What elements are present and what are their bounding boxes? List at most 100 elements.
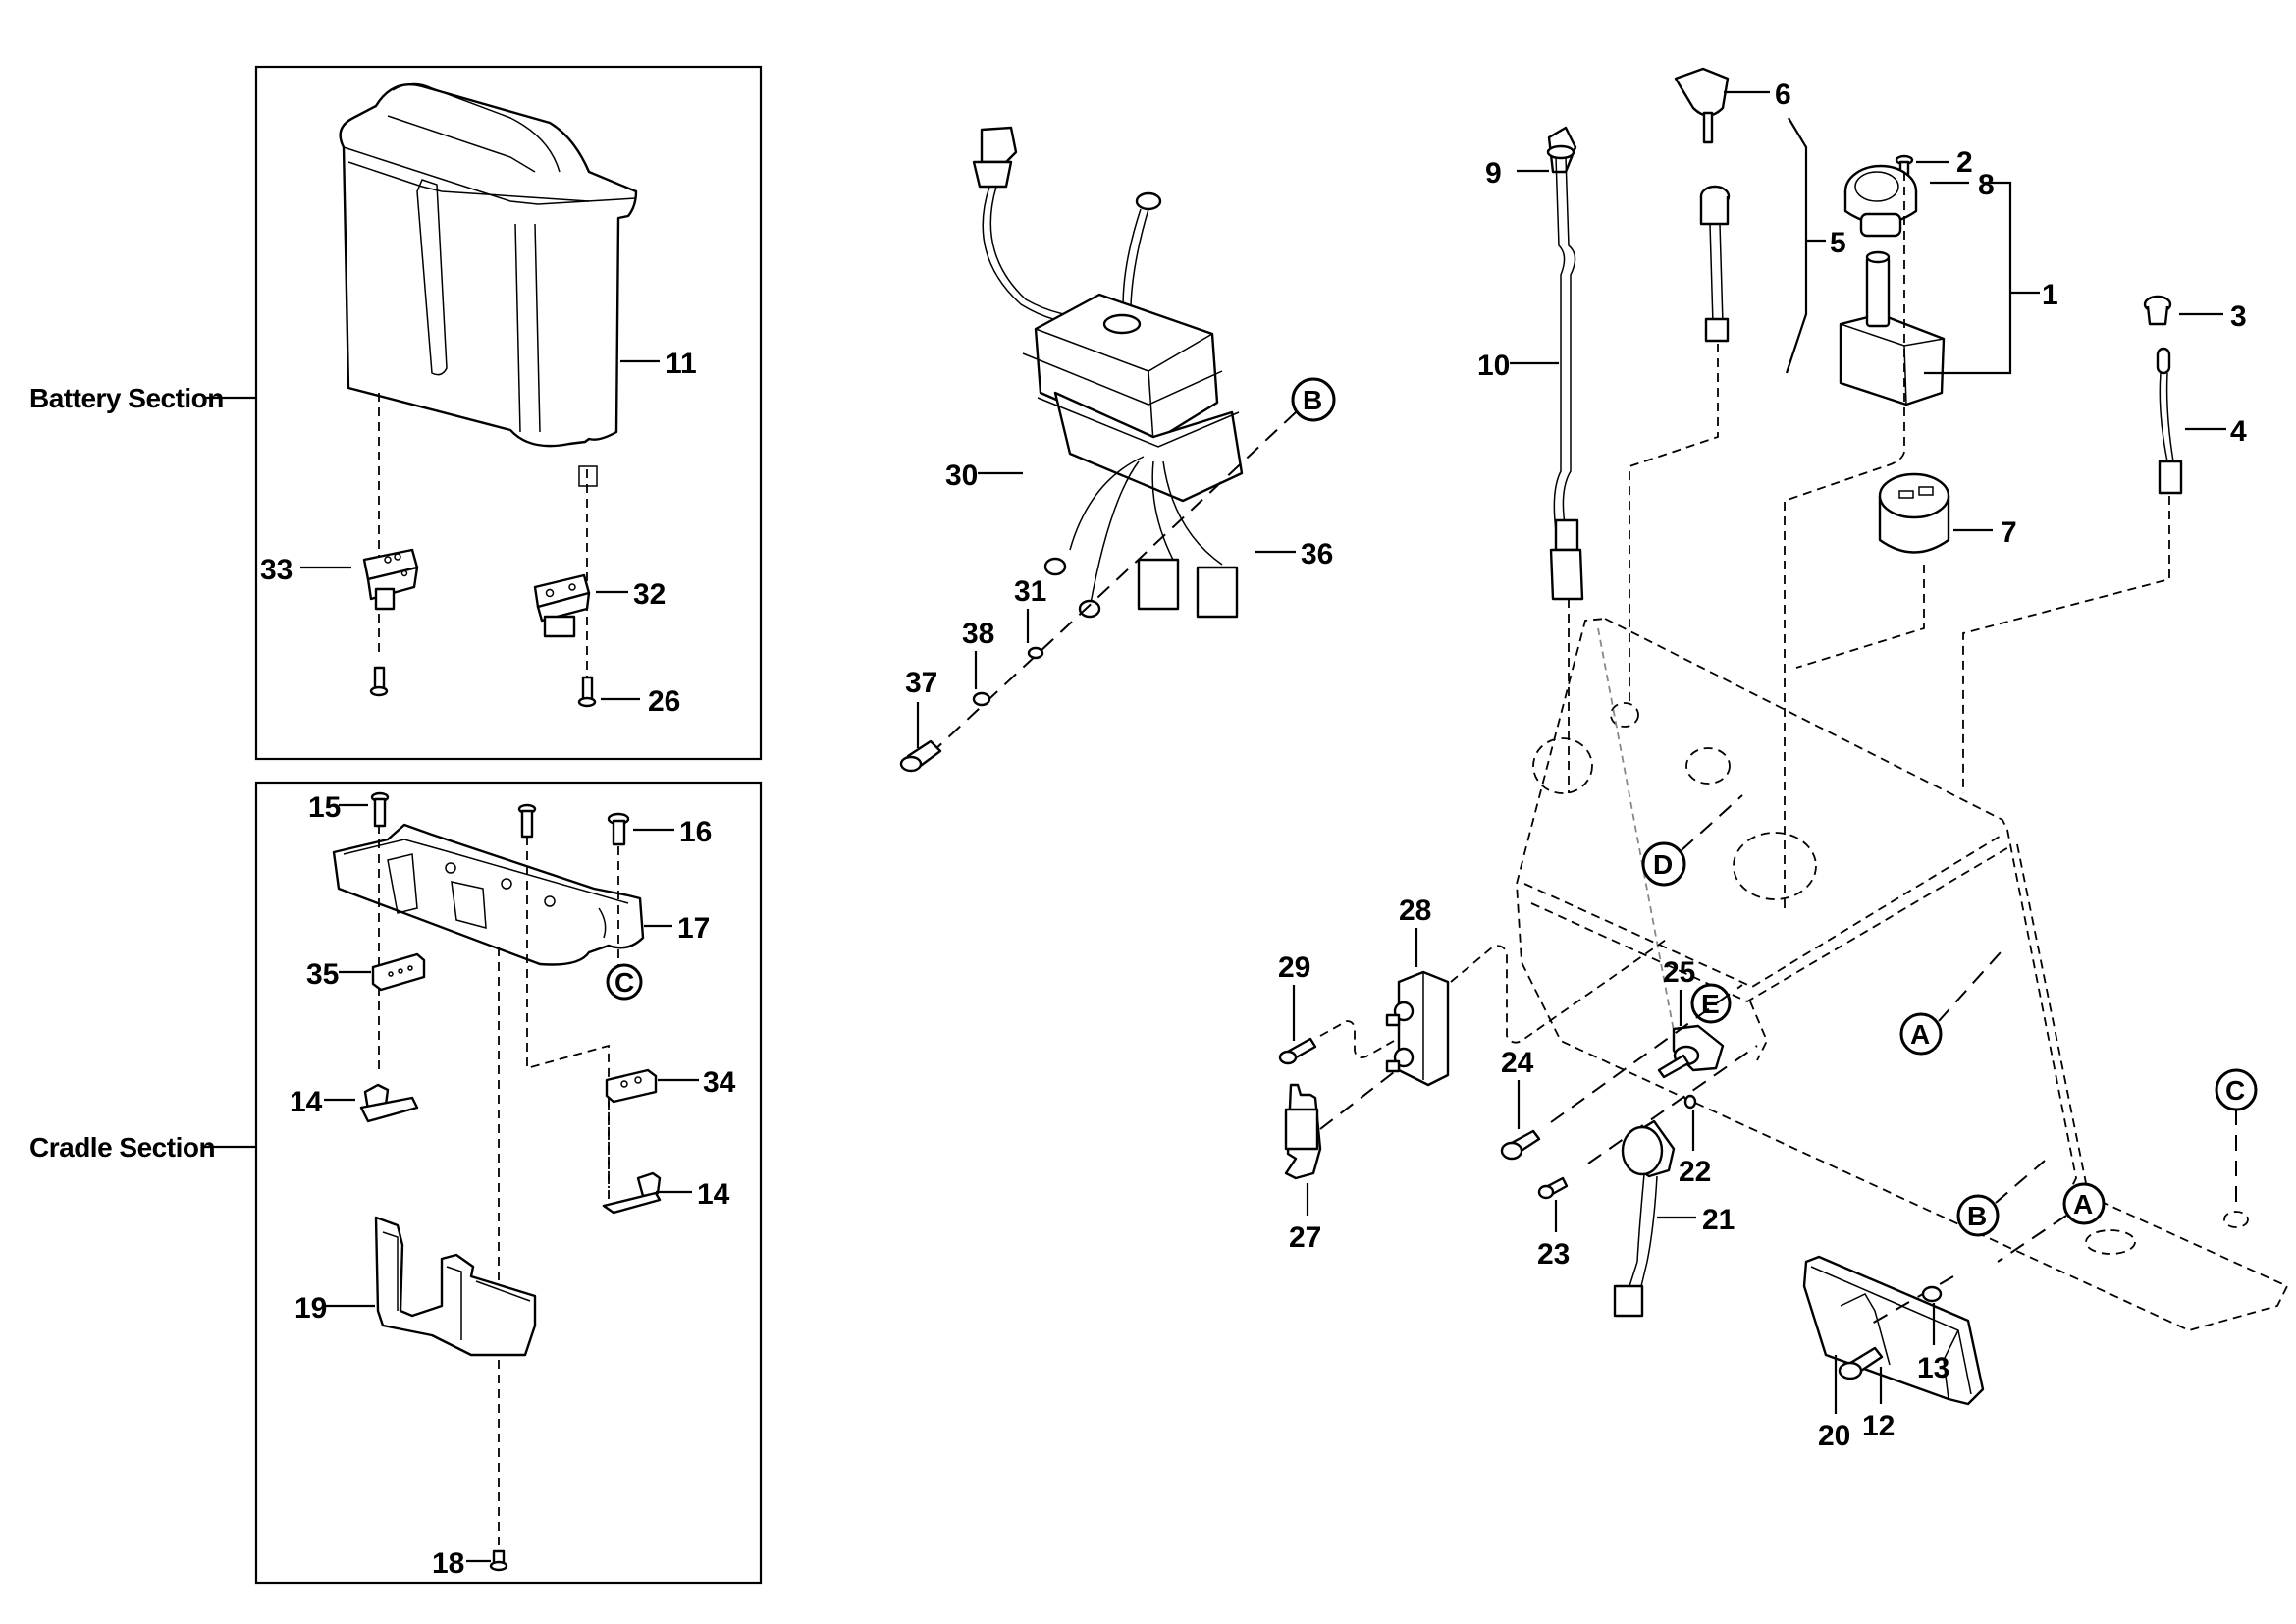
connector-part-33[interactable] <box>362 548 419 611</box>
axis-b-bracket <box>1995 1160 2046 1204</box>
charger-part-30[interactable] <box>972 126 1244 619</box>
callout-16: 16 <box>679 816 712 848</box>
callout-27: 27 <box>1289 1221 1321 1254</box>
callout-35: 35 <box>306 958 339 991</box>
screw-part-23[interactable] <box>1537 1176 1569 1200</box>
cradle-base-part-17[interactable] <box>332 823 645 966</box>
reference-c-cradle: C <box>606 963 643 1001</box>
key-switch-part-5[interactable] <box>1699 185 1731 343</box>
reference-a-bracket: A <box>1899 1012 1943 1056</box>
washer-part-13[interactable] <box>1921 1285 1943 1303</box>
control-components: 9 10 6 5 2 <box>1477 67 2247 913</box>
reference-c2-label: C <box>2225 1075 2245 1106</box>
bracket-hole-3 <box>1733 832 1817 900</box>
spacer-part-34[interactable] <box>605 1068 658 1104</box>
bolt-part-24[interactable] <box>1500 1129 1541 1161</box>
clip-part-14-right[interactable] <box>602 1171 662 1215</box>
callout-7: 7 <box>2001 516 2017 549</box>
reference-d-label: D <box>1653 849 1673 880</box>
charger-cluster: 30 36 B 31 38 37 <box>899 126 1336 773</box>
bracket-hole-2 <box>1685 747 1731 785</box>
bracket-5 <box>1785 117 1808 374</box>
bracket-hole-1 <box>1532 737 1593 794</box>
screw-part-18[interactable] <box>489 1549 508 1572</box>
callout-11: 11 <box>666 348 697 380</box>
indicator-lead-part-4[interactable] <box>2156 347 2183 495</box>
callout-18: 18 <box>432 1547 464 1580</box>
screw-part-16[interactable] <box>607 812 630 846</box>
callout-6: 6 <box>1775 79 1791 111</box>
callout-5: 5 <box>1830 227 1846 259</box>
callout-36: 36 <box>1301 538 1333 570</box>
callout-28: 28 <box>1399 894 1431 927</box>
washer-part-31[interactable] <box>1027 646 1044 660</box>
callout-26: 26 <box>648 685 680 718</box>
screw-part-15[interactable] <box>370 791 390 828</box>
key-part-6[interactable] <box>1674 67 1730 144</box>
coiled-cord-part-10[interactable] <box>1546 126 1584 601</box>
bolt-part-12[interactable] <box>1838 1346 1884 1380</box>
axis-7 <box>1795 565 1925 669</box>
reference-a2-label: A <box>2073 1189 2093 1219</box>
callout-19: 19 <box>294 1292 327 1325</box>
callout-24: 24 <box>1501 1047 1534 1079</box>
lower-components: D E A B C <box>1278 794 2258 1452</box>
washer-part-38[interactable] <box>972 691 991 707</box>
callout-34: 34 <box>703 1066 736 1099</box>
axis-4 <box>1962 496 2170 793</box>
fuse-part-27[interactable] <box>1284 1083 1322 1180</box>
axis-a-controller <box>1997 1215 2067 1263</box>
cradle-section-label: Cradle Section <box>29 1132 215 1163</box>
bracket-part-19[interactable] <box>374 1216 537 1357</box>
callout-15: 15 <box>308 791 341 824</box>
controller-part-20[interactable] <box>1802 1255 1985 1406</box>
callout-32: 32 <box>633 578 666 611</box>
washer-part-22[interactable] <box>1683 1094 1697 1110</box>
callout-2: 2 <box>1956 146 1973 179</box>
reference-b-charger: B <box>1291 377 1336 422</box>
bracket-outline <box>1516 618 2289 1331</box>
battery-section-label: Battery Section <box>29 383 224 413</box>
battery-pack-part-11[interactable] <box>339 82 638 487</box>
axis-12 <box>1864 1275 1954 1328</box>
reference-d: D <box>1641 841 1686 887</box>
axis-28 <box>1450 937 1670 1044</box>
reference-b-label: B <box>1303 385 1322 415</box>
switch-part-25[interactable] <box>1657 1024 1725 1079</box>
axis-d <box>1681 794 1743 851</box>
clip-part-14-left[interactable] <box>359 1083 419 1123</box>
spacer-part-35[interactable] <box>371 952 426 992</box>
bracket-fold-3 <box>2016 843 2087 1184</box>
callout-23: 23 <box>1537 1238 1570 1271</box>
bracket-1 <box>1924 181 2012 375</box>
cradle-section: Cradle Section 15 16 <box>29 781 763 1585</box>
connector-part-32[interactable] <box>533 573 591 638</box>
axis-5 <box>1629 344 1719 707</box>
bracket-tab <box>1749 1001 1768 1061</box>
callout-21: 21 <box>1702 1204 1735 1236</box>
fuse-holder-part-28[interactable] <box>1385 970 1450 1087</box>
bolt-part-37[interactable] <box>899 739 942 773</box>
callout-14-right: 14 <box>697 1178 730 1211</box>
cap-part-8[interactable] <box>1843 164 1918 238</box>
screw-part-29[interactable] <box>1278 1037 1317 1065</box>
callout-3: 3 <box>2230 300 2247 333</box>
sensor-part-21[interactable] <box>1613 1119 1676 1318</box>
screw-battery-left[interactable] <box>369 666 389 697</box>
bracket-fold-2 <box>1530 845 2011 1003</box>
callout-37: 37 <box>905 667 937 699</box>
callout-22: 22 <box>1679 1156 1711 1188</box>
battery-section-frame <box>254 65 763 761</box>
reference-e-label: E <box>1701 989 1720 1019</box>
reference-b2-label: B <box>1967 1201 1987 1231</box>
switch-assembly-part-1[interactable] <box>1839 250 1946 406</box>
axis-b-charger <box>917 411 1297 767</box>
screw-part-26[interactable] <box>577 676 597 708</box>
hour-meter-part-7[interactable] <box>1878 472 1950 554</box>
callout-13: 13 <box>1917 1352 1949 1384</box>
callout-9: 9 <box>1485 157 1502 189</box>
screw-part-2[interactable] <box>1895 154 1914 178</box>
screw-cradle-middle[interactable] <box>517 803 537 839</box>
grommet-part-3[interactable] <box>2143 295 2172 326</box>
